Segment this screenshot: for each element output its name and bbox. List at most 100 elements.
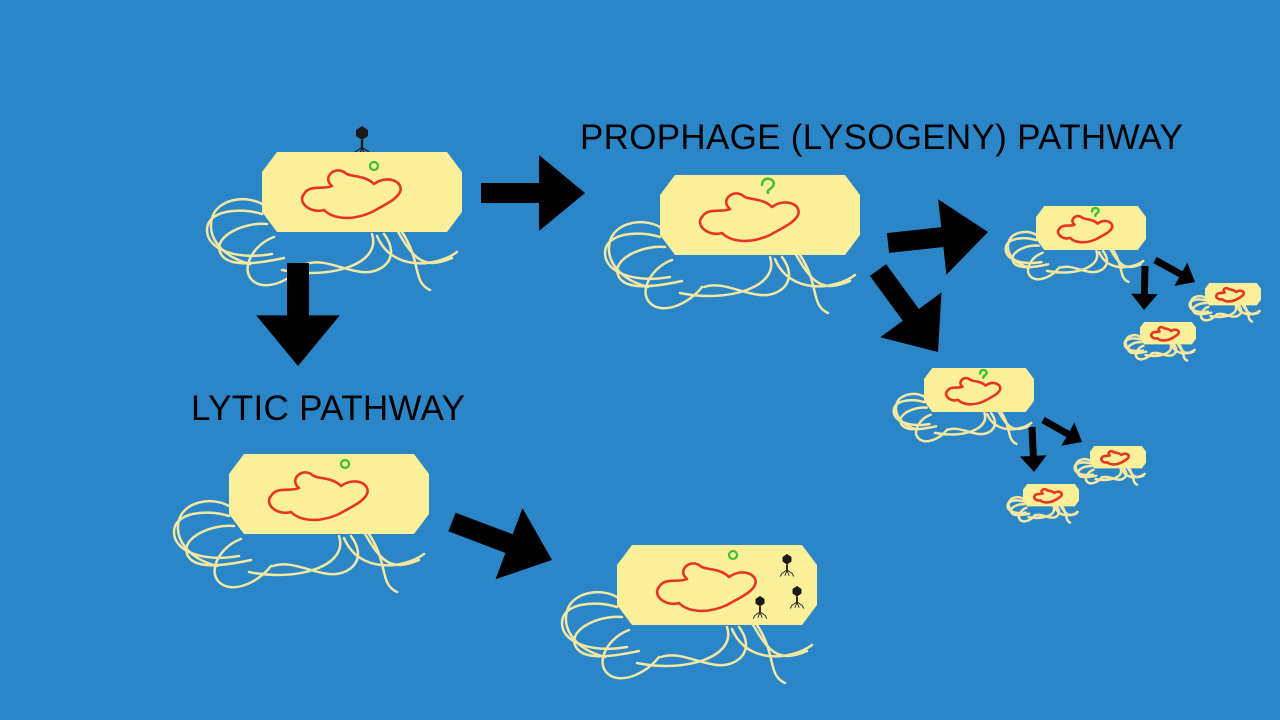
new-phage-icon: [752, 596, 768, 619]
flagellum: [1189, 294, 1207, 316]
flagella: [603, 220, 857, 315]
phage-tail: [786, 564, 788, 571]
flagellum: [1242, 304, 1254, 323]
flagella: [1188, 294, 1261, 323]
flagellum: [1017, 506, 1037, 523]
flagellum: [560, 602, 629, 650]
phage-tail-fibers: [752, 612, 768, 619]
flagellum: [659, 625, 748, 667]
flagellum: [185, 524, 253, 567]
flagellum: [755, 623, 787, 685]
flagella: [1073, 457, 1146, 486]
flagellum: [1127, 467, 1139, 486]
new-phage-icon: [779, 554, 795, 577]
flagellum: [603, 232, 672, 280]
prophage-cell: [603, 175, 860, 315]
flagellum: [986, 412, 1033, 431]
bacterium-cell: [660, 175, 860, 255]
flagellum: [793, 251, 852, 288]
flagellum: [894, 392, 926, 431]
bacterium-cell: [924, 368, 1034, 412]
flagellum: [999, 410, 1018, 446]
flagellum: [635, 625, 730, 668]
flagellum: [1134, 344, 1154, 361]
phage-tail: [759, 606, 761, 613]
phage-head: [782, 554, 792, 565]
arrow-right-to-prophage: [481, 155, 585, 231]
phage-tail-fibers: [789, 602, 805, 609]
flagellum: [1124, 333, 1142, 355]
bacterium-cell: [262, 152, 462, 232]
flagellum: [601, 628, 661, 680]
flagellum: [1170, 344, 1196, 355]
bacterium-cell: [229, 454, 429, 534]
lytic-cell: [172, 454, 429, 594]
flagellum: [702, 255, 791, 297]
flagellum: [1074, 457, 1092, 479]
phage-tail: [360, 140, 364, 148]
flagellum: [218, 222, 286, 265]
arrow-to-daughter-top: [886, 199, 988, 275]
flagellum: [176, 499, 231, 568]
phage-dna-circle: [339, 458, 351, 470]
phage-head: [792, 586, 802, 597]
flagellum: [1060, 505, 1072, 524]
flagellum: [362, 530, 421, 567]
bacterial-chromosome: [1032, 487, 1064, 504]
bacterial-chromosome: [1149, 325, 1181, 342]
bacterial-chromosome: [655, 562, 757, 613]
prophage-dna: [1090, 206, 1100, 218]
arrow-small-1: [1131, 265, 1158, 310]
flagellum: [375, 234, 459, 265]
flagellum: [1111, 248, 1130, 284]
bacterial-chromosome: [1099, 449, 1131, 466]
flagellum: [616, 245, 684, 288]
bacterium-cell: [1036, 206, 1146, 250]
flagellum: [1007, 495, 1025, 517]
phage-dna-circle: [368, 160, 380, 172]
flagellum: [1006, 230, 1038, 269]
flagellum: [573, 615, 641, 658]
bacterium-cell: [617, 545, 817, 625]
flagellum: [1098, 250, 1145, 269]
flagellum: [1026, 251, 1061, 281]
flagellum: [271, 534, 360, 576]
prophage-dna: [978, 368, 988, 380]
flagella: [1004, 230, 1145, 284]
flagellum: [213, 537, 273, 589]
prophage-pathway-title: PROPHAGE (LYSOGENY) PATHWAY: [580, 118, 1184, 157]
flagellum: [798, 253, 830, 315]
flagellum: [914, 413, 949, 443]
arrow-to-daughter-middle: [869, 264, 942, 352]
flagellum: [730, 627, 814, 658]
arrow-small-3: [1020, 426, 1047, 472]
bacterial-chromosome: [300, 169, 402, 220]
phage-head: [356, 126, 368, 140]
bacterial-chromosome: [944, 376, 1002, 406]
new-phage-icon: [789, 586, 805, 609]
flagellum: [564, 590, 619, 659]
flagella: [892, 392, 1033, 446]
bacterial-chromosome: [698, 192, 800, 243]
flagellum: [773, 257, 857, 288]
flagellum: [1053, 506, 1079, 517]
lysing-cell: [560, 545, 817, 685]
flagella: [1123, 333, 1196, 362]
flagellum: [342, 536, 426, 567]
flagellum: [750, 621, 809, 658]
flagellum: [933, 411, 987, 436]
flagellum: [1199, 305, 1219, 322]
granddaughter-cell-1: [1188, 283, 1261, 323]
flagellum: [400, 230, 432, 292]
granddaughter-cell-2: [1123, 322, 1196, 362]
flagella: [172, 499, 426, 594]
flagellum: [247, 534, 342, 577]
daughter-cell-middle: [892, 368, 1034, 446]
flagellum: [209, 197, 264, 266]
arrow-small-2: [1153, 256, 1195, 286]
phage-tail-fibers: [779, 570, 795, 577]
flagellum: [172, 511, 241, 559]
granddaughter-cell-4: [1006, 484, 1079, 524]
